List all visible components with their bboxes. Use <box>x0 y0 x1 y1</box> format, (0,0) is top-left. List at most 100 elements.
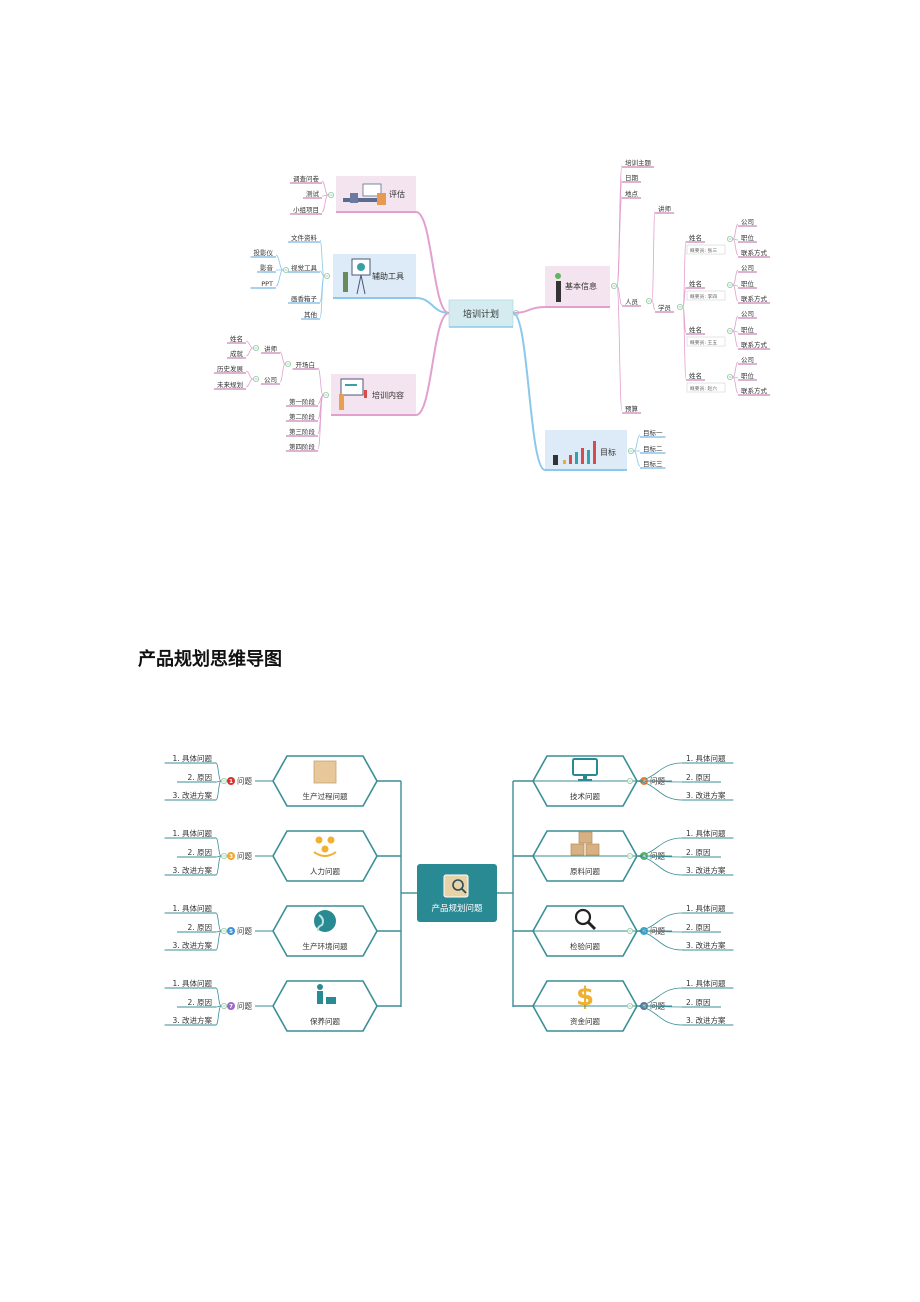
opening-company: 公司 <box>264 376 277 384</box>
tag-label: 问题 <box>237 852 252 861</box>
whiteboard-icon <box>340 378 364 396</box>
priority-badge-icon <box>227 1002 235 1010</box>
tools-visual: 视觉工具 <box>291 263 318 272</box>
sub-item-label: 1. 具体问题 <box>172 978 212 988</box>
branch-curve <box>682 306 687 380</box>
bar-chart-icon <box>575 452 578 464</box>
sub-item-label: 2. 原因 <box>686 998 711 1007</box>
branch-curve <box>275 269 284 287</box>
company-item: 未来规划 <box>217 380 243 389</box>
note-box <box>686 244 726 255</box>
priority-badge-icon <box>227 927 235 935</box>
branch-curve <box>651 210 656 302</box>
center-node-label: 培训计划 <box>463 308 499 320</box>
note-box <box>686 336 726 347</box>
branch-curve <box>321 194 329 213</box>
student-name: 姓名 <box>689 371 702 380</box>
sub-item-label: 3. 改进方案 <box>172 1015 212 1025</box>
basic-people: 人员 <box>625 298 639 306</box>
basic-item: 培训主题 <box>625 158 652 167</box>
bar-chart-icon <box>593 441 596 464</box>
note-box <box>686 290 726 301</box>
magnifier-handle <box>461 888 467 894</box>
people-icon <box>321 845 329 853</box>
branch-curve <box>317 394 324 450</box>
center-node-label: 产品规划问题 <box>431 903 483 914</box>
content-label: 培训内容 <box>372 390 404 400</box>
student-field: 职位 <box>741 371 755 380</box>
branch-curve <box>319 275 325 319</box>
topic-label: 原料问题 <box>570 866 600 876</box>
sub-curve <box>215 930 222 951</box>
branch-curve <box>319 239 325 277</box>
goal-item: 目标三 <box>643 459 663 468</box>
branch-curve <box>732 269 739 286</box>
people-icon <box>327 836 335 844</box>
student-field: 联系方式 <box>741 340 768 349</box>
topic-label: 资金问题 <box>570 1016 600 1026</box>
branch-curve <box>275 254 284 271</box>
sub-item-label: 1. 具体问题 <box>172 753 212 763</box>
branch-curve <box>732 361 739 378</box>
crate-icon <box>578 831 593 844</box>
priority-badge-label: 3 <box>229 854 233 860</box>
tools-label: 辅助工具 <box>372 271 404 281</box>
tag-label: 问题 <box>237 777 252 786</box>
evaluation-item: 调查问卷 <box>293 174 320 183</box>
branch-curve <box>245 340 254 349</box>
sub-item-label: 2. 原因 <box>187 998 212 1007</box>
toolbox-icon <box>326 997 336 1004</box>
evaluation-item: 小组项目 <box>293 205 319 214</box>
sub-curve <box>632 1005 683 1026</box>
monitor-stand <box>583 775 587 779</box>
tag-label: 问题 <box>237 1002 252 1011</box>
sub-curve <box>215 762 222 782</box>
dollar-icon: $ <box>576 982 594 1012</box>
basic-budget: 预算 <box>625 404 639 413</box>
person-icon <box>556 281 561 302</box>
sub-item-label: 1. 具体问题 <box>686 903 726 913</box>
sub-item-label: 1. 具体问题 <box>686 978 726 988</box>
tag-label: 问题 <box>650 927 665 936</box>
content-stage: 第一阶段 <box>289 397 316 406</box>
branch-curve <box>319 270 325 277</box>
branch-basic <box>512 306 546 314</box>
box-icon <box>313 760 337 784</box>
goal-item: 目标一 <box>643 428 663 437</box>
branch-curve <box>616 285 623 306</box>
topic-label: 保养问题 <box>310 1016 340 1026</box>
person-icon <box>343 272 348 292</box>
branch-curve <box>321 180 329 196</box>
tools-docs: 文件资料 <box>291 233 318 242</box>
branch-goals <box>512 312 546 471</box>
bar-chart-icon <box>581 448 584 464</box>
priority-badge-icon <box>227 852 235 860</box>
tools-board: 画香箱子 <box>291 294 318 303</box>
student-note: 概要员: 李四 <box>690 293 717 300</box>
sub-curve <box>632 912 683 932</box>
sub-curve <box>215 987 222 1007</box>
topic-label: 人力问题 <box>310 866 340 876</box>
crate-icon <box>585 843 600 856</box>
company-item: 历史发展 <box>217 364 244 373</box>
branch-curve <box>279 363 286 383</box>
sub-item-label: 3. 改进方案 <box>172 940 212 950</box>
sub-item-label: 1. 具体问题 <box>686 753 726 763</box>
student-field: 联系方式 <box>741 294 768 303</box>
person-icon <box>339 394 344 410</box>
sub-item-label: 3. 改进方案 <box>172 865 212 875</box>
chart-line-icon <box>345 384 357 386</box>
sub-item-label: 1. 具体问题 <box>172 903 212 913</box>
center-node <box>448 299 514 328</box>
priority-badge-label: 7 <box>229 1004 233 1010</box>
branch-curve <box>732 376 739 394</box>
visual-tool-item: 投影仪 <box>254 248 274 257</box>
sub-item-label: 2. 原因 <box>686 848 711 857</box>
person-icon <box>377 193 386 205</box>
student-field: 职位 <box>741 279 755 288</box>
monitor-icon <box>572 758 598 776</box>
branch-curve <box>245 347 254 357</box>
people-icon <box>313 851 337 857</box>
